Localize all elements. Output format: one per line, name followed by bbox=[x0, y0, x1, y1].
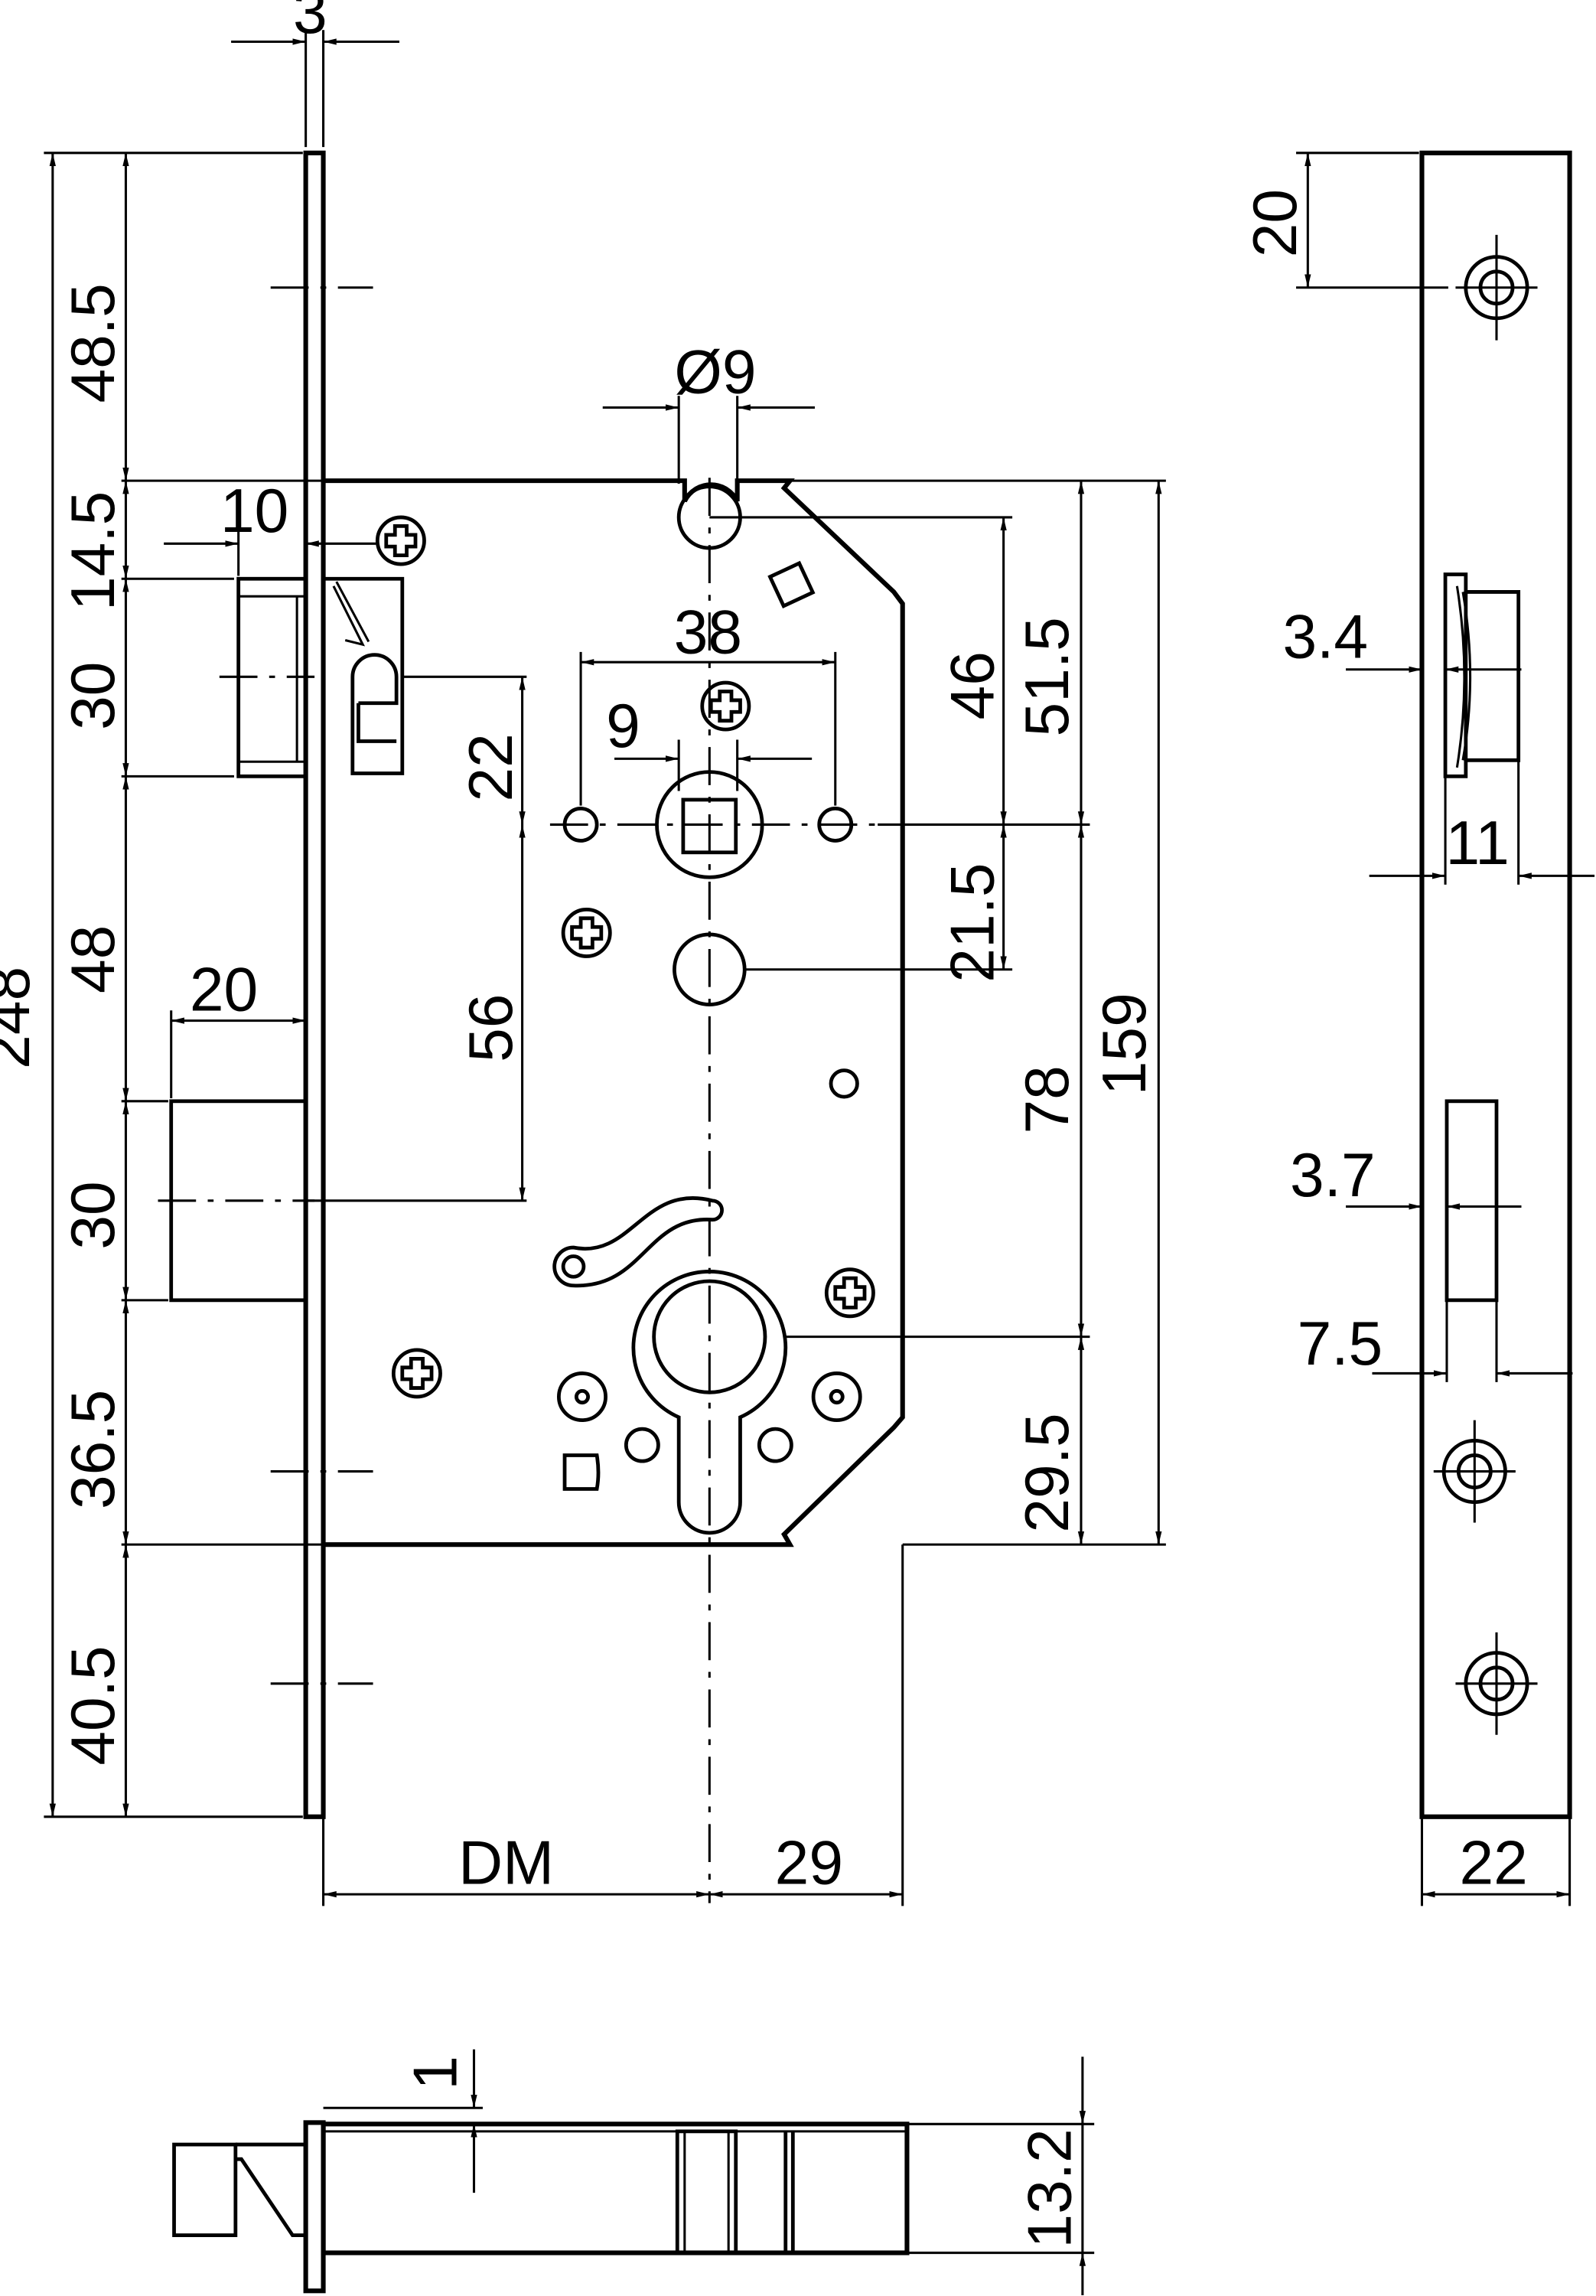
forend-face bbox=[1419, 150, 1572, 1819]
top-latch bbox=[172, 2142, 238, 2238]
dim-follower-to-top-small: 46 bbox=[938, 651, 1007, 719]
dim-follower-diameter: Ø9 bbox=[674, 338, 756, 406]
cylinder-cutout bbox=[631, 1270, 788, 1535]
dim-screw-from-top: 20 bbox=[1241, 189, 1310, 257]
top-view: 1 13.2 bbox=[172, 2049, 1095, 2296]
top-forend-plate bbox=[303, 2120, 326, 2294]
dim-bolt-slot-width: 7.5 bbox=[1298, 1309, 1383, 1378]
dim-total-height: 248 bbox=[0, 967, 43, 1069]
dim-latch-projection: 10 bbox=[220, 477, 288, 546]
dim-faceplate-width: 22 bbox=[1459, 1829, 1527, 1898]
dim-latch-to-bolt: 48 bbox=[59, 925, 128, 993]
dim-bolt-height: 30 bbox=[59, 1181, 128, 1249]
dim-latch-to-follower: 22 bbox=[457, 733, 526, 801]
extension-lines bbox=[44, 30, 1166, 1906]
dim-latch-slot-width: 11 bbox=[1445, 809, 1509, 878]
dim-plate-step: 1 bbox=[402, 2056, 471, 2090]
dim-body-height: 159 bbox=[1090, 993, 1159, 1095]
dim-follower-hole-spacing: 38 bbox=[674, 598, 742, 667]
dimension-lines bbox=[49, 38, 1162, 1898]
dim-faceplate-thickness: 3 bbox=[293, 0, 327, 47]
dim-distance-follower-cylinder: 78 bbox=[1013, 1065, 1082, 1133]
dim-case-depth: 13.2 bbox=[1016, 2128, 1085, 2248]
dim-follower-square: 9 bbox=[606, 692, 640, 761]
forend-plate bbox=[303, 150, 326, 1819]
bolt-slot bbox=[1445, 1099, 1499, 1303]
side-extension-lines bbox=[1296, 152, 1572, 1906]
forend-screw-middle bbox=[1433, 1420, 1516, 1523]
dim-latch-slot-offset: 3.4 bbox=[1282, 602, 1368, 671]
forend-screw-bottom bbox=[1455, 1632, 1538, 1735]
dim-latch-height: 30 bbox=[59, 662, 128, 730]
dim-follower-to-bolt: 56 bbox=[457, 994, 526, 1062]
spring-lever bbox=[552, 1196, 724, 1288]
side-dimension-lines bbox=[1304, 152, 1595, 1898]
dim-cylinder-to-bottom: 29.5 bbox=[1013, 1413, 1082, 1532]
dim-follower-to-top: 51.5 bbox=[1013, 617, 1082, 736]
dim-top-to-latch: 14.5 bbox=[59, 491, 128, 611]
dim-cylinder-to-edge: 29 bbox=[775, 1829, 843, 1898]
side-view: 20 3.4 11 3.7 7.5 22 bbox=[1241, 150, 1595, 1906]
top-dimension-lines bbox=[471, 2049, 1086, 2296]
dim-top-to-body: 48.5 bbox=[59, 283, 128, 403]
centre-lines bbox=[158, 286, 878, 1903]
latch-slot bbox=[1443, 572, 1521, 778]
dim-bottom-face: 40.5 bbox=[59, 1645, 128, 1765]
dim-bolt-projection: 20 bbox=[190, 955, 258, 1024]
top-case bbox=[321, 2122, 910, 2255]
top-extension-lines bbox=[323, 2106, 1095, 2255]
dim-bolt-to-bottom: 36.5 bbox=[59, 1390, 128, 1509]
case-screws bbox=[375, 515, 875, 1399]
dim-backset: DM bbox=[458, 1829, 554, 1898]
forend-screw-top bbox=[1455, 234, 1538, 341]
latch-bolt bbox=[236, 576, 405, 778]
dim-follower-to-hole: 21.5 bbox=[938, 863, 1007, 982]
follower bbox=[562, 484, 859, 1099]
dim-bolt-slot-offset: 3.7 bbox=[1290, 1141, 1376, 1210]
side-dimension-labels: 20 3.4 11 3.7 7.5 22 bbox=[1241, 189, 1528, 1898]
small-block bbox=[562, 1453, 601, 1491]
dimension-labels: 3 248 48.5 14.5 30 48 30 36.5 40.5 10 20… bbox=[0, 0, 1159, 1898]
front-view: 3 248 48.5 14.5 30 48 30 36.5 40.5 10 20… bbox=[0, 0, 1166, 1906]
cylinder-holes bbox=[556, 1371, 862, 1463]
